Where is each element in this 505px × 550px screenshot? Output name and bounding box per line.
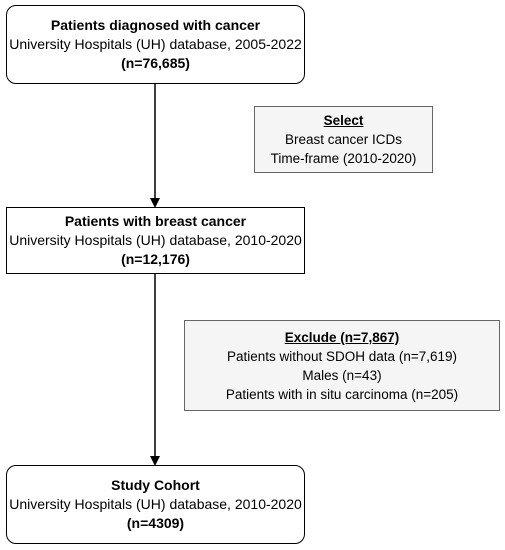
exclude-heading: Exclude (n=7,867)	[284, 329, 400, 345]
cohort-subtitle: University Hospitals (UH) database, 2010…	[9, 496, 302, 512]
select-heading: Select	[323, 113, 364, 128]
exclude-note: Exclude (n=7,867) Patients without SDOH …	[184, 320, 500, 411]
breast-subtitle: University Hospitals (UH) database, 2010…	[9, 232, 302, 248]
cohort-title: Study Cohort	[111, 477, 200, 493]
select-note: Select Breast cancer ICDs Time-frame (20…	[254, 106, 433, 173]
diagnosed-title: Patients diagnosed with cancer	[50, 17, 261, 33]
cohort-count: (n=4309)	[126, 515, 185, 531]
select-line-icds: Breast cancer ICDs	[284, 132, 403, 147]
diagnosed-box: Patients diagnosed with cancer Universit…	[6, 5, 305, 84]
exclude-line-males: Males (n=43)	[302, 367, 382, 383]
exclude-line-sdoh: Patients without SDOH data (n=7,619)	[226, 348, 457, 364]
cohort-box: Study Cohort University Hospitals (UH) d…	[6, 465, 305, 544]
diagnosed-subtitle: University Hospitals (UH) database, 2005…	[9, 36, 302, 52]
select-line-timeframe: Time-frame (2010-2020)	[270, 151, 417, 166]
breast-count: (n=12,176)	[121, 251, 190, 267]
breast-title: Patients with breast cancer	[64, 213, 247, 229]
exclude-line-insitu: Patients with in situ carcinoma (n=205)	[225, 386, 459, 402]
diagnosed-count: (n=76,685)	[121, 55, 190, 71]
breast-box: Patients with breast cancer University H…	[6, 207, 305, 274]
